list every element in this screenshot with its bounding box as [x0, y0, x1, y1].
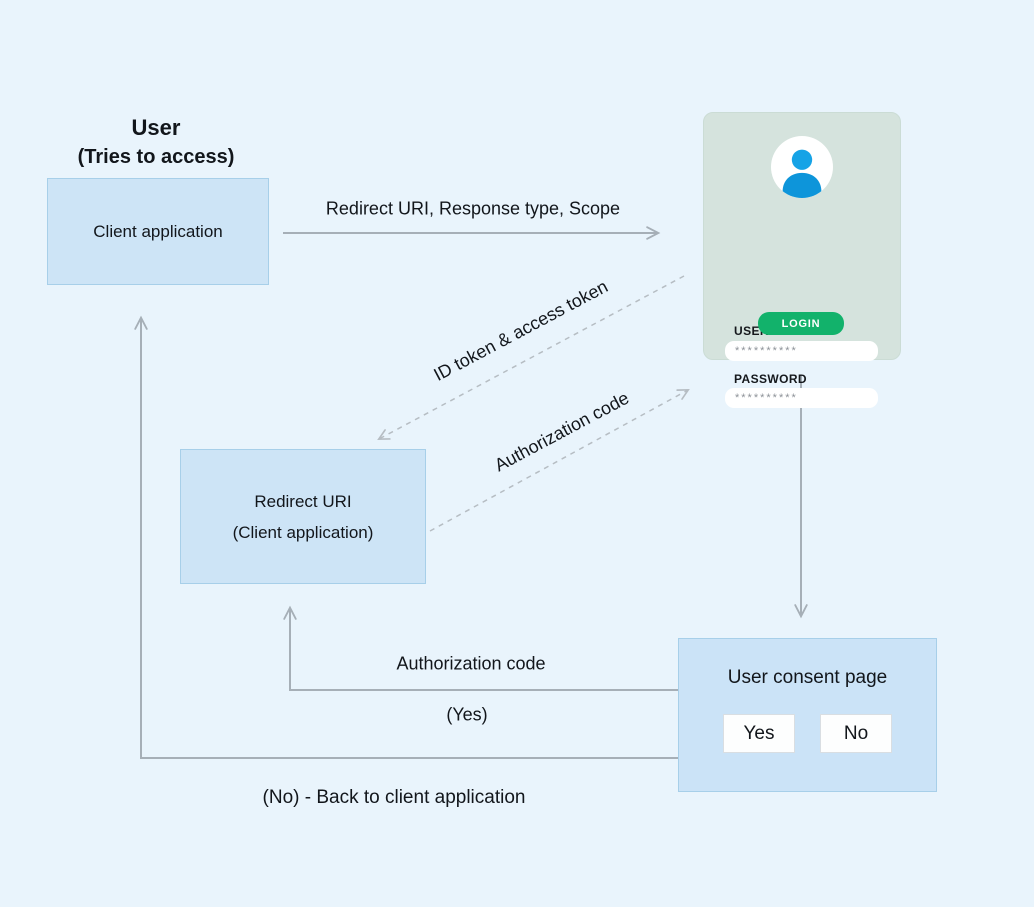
login-card: USERNAME PASSWORD LOGIN — [703, 112, 901, 408]
redirect-uri-label: Redirect URI — [254, 491, 352, 511]
user-heading-line2: (Tries to access) — [77, 145, 235, 168]
client-application-box: Client application — [47, 178, 269, 285]
no-button[interactable]: No — [820, 714, 892, 753]
yes-button[interactable]: Yes — [723, 714, 795, 753]
redirect-uri-box: Redirect URI (Client application) — [180, 449, 426, 584]
consent-buttons: Yes No — [723, 714, 892, 753]
request-arrow-label: Redirect URI, Response type, Scope — [325, 198, 621, 219]
auth-code-return-label: Authorization code — [396, 653, 546, 674]
password-label: PASSWORD — [734, 372, 807, 386]
user-consent-title: User consent page — [727, 667, 888, 688]
username-input[interactable] — [725, 341, 878, 361]
client-application-label: Client application — [93, 221, 223, 241]
auth-code-yes-arrow — [283, 605, 678, 691]
id-token-dashed-arrow — [377, 275, 685, 440]
id-token-arrow-label: ID token & access token — [430, 276, 612, 385]
password-input[interactable] — [725, 388, 878, 408]
user-avatar-icon — [771, 136, 833, 198]
auth-code-diagonal-label: Authorization code — [491, 387, 633, 476]
no-back-arrow-label: (No) - Back to client application — [262, 787, 526, 808]
user-heading-line1: User — [131, 115, 181, 140]
yes-arrow-label: (Yes) — [446, 704, 488, 725]
redirect-uri-sublabel: (Client application) — [232, 522, 374, 542]
login-button[interactable]: LOGIN — [758, 312, 844, 335]
user-heading: User (Tries to access) — [36, 114, 276, 170]
auth-code-dashed-arrow — [429, 388, 690, 532]
user-consent-box: User consent page Yes No — [678, 638, 937, 792]
